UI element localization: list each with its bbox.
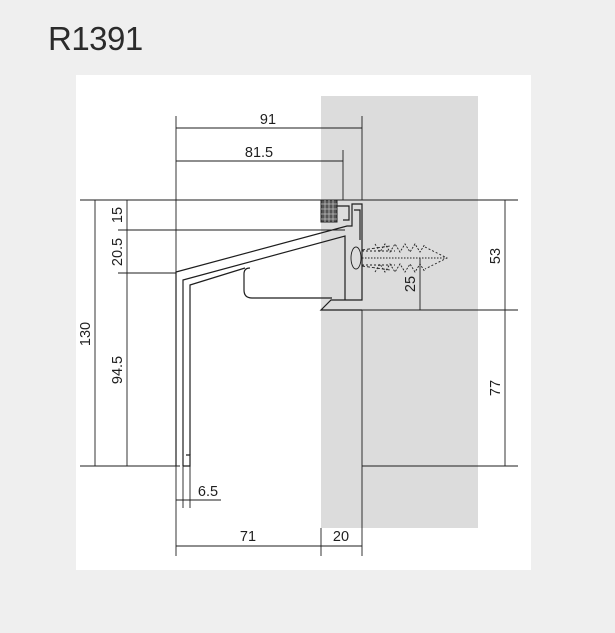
drawing-title: R1391 bbox=[48, 20, 143, 57]
frame-profile bbox=[175, 203, 363, 467]
dim-15: 15 bbox=[110, 207, 126, 223]
dimension-lines bbox=[80, 116, 518, 556]
wall-screw bbox=[350, 243, 449, 273]
dim-20: 20 bbox=[333, 529, 349, 545]
wall-section bbox=[321, 96, 478, 528]
dim-94-5: 94.5 bbox=[110, 356, 126, 384]
dim-20-5: 20.5 bbox=[110, 238, 126, 266]
dim-77: 77 bbox=[488, 380, 504, 396]
dim-130: 130 bbox=[78, 322, 94, 346]
dim-53: 53 bbox=[488, 248, 504, 264]
seal-gasket bbox=[320, 199, 338, 223]
dim-91: 91 bbox=[260, 112, 276, 128]
dim-6-5: 6.5 bbox=[198, 484, 218, 500]
dim-25: 25 bbox=[403, 276, 419, 292]
dim-71: 71 bbox=[240, 529, 256, 545]
dim-81-5: 81.5 bbox=[245, 145, 273, 161]
